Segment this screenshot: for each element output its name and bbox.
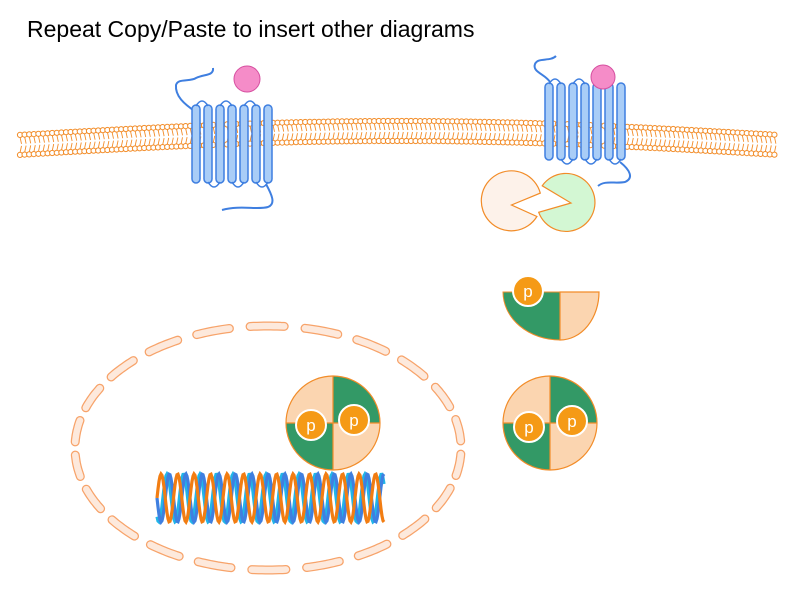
svg-text:p: p bbox=[523, 282, 532, 301]
adapter-protein-pale bbox=[480, 170, 542, 232]
phospho-group: p bbox=[513, 411, 545, 443]
nuclear-envelope bbox=[70, 321, 466, 575]
slide-title: Repeat Copy/Paste to insert other diagra… bbox=[27, 16, 475, 42]
svg-text:p: p bbox=[524, 418, 533, 437]
ligand-right bbox=[590, 64, 616, 90]
svg-text:p: p bbox=[567, 412, 576, 431]
svg-text:p: p bbox=[349, 411, 358, 430]
receptor-left bbox=[174, 67, 274, 211]
receptor-right bbox=[533, 55, 631, 187]
phospho-group: p bbox=[512, 275, 544, 307]
cell-membrane bbox=[16, 117, 778, 158]
dna-helix bbox=[155, 470, 386, 526]
kinase-half bbox=[502, 291, 600, 341]
phospho-group: p bbox=[556, 405, 588, 437]
phospho-group: p bbox=[295, 409, 327, 441]
phospho-group: p bbox=[338, 404, 370, 436]
ligand-left bbox=[233, 65, 261, 93]
adapter-protein-green bbox=[537, 172, 596, 233]
svg-text:p: p bbox=[306, 416, 315, 435]
